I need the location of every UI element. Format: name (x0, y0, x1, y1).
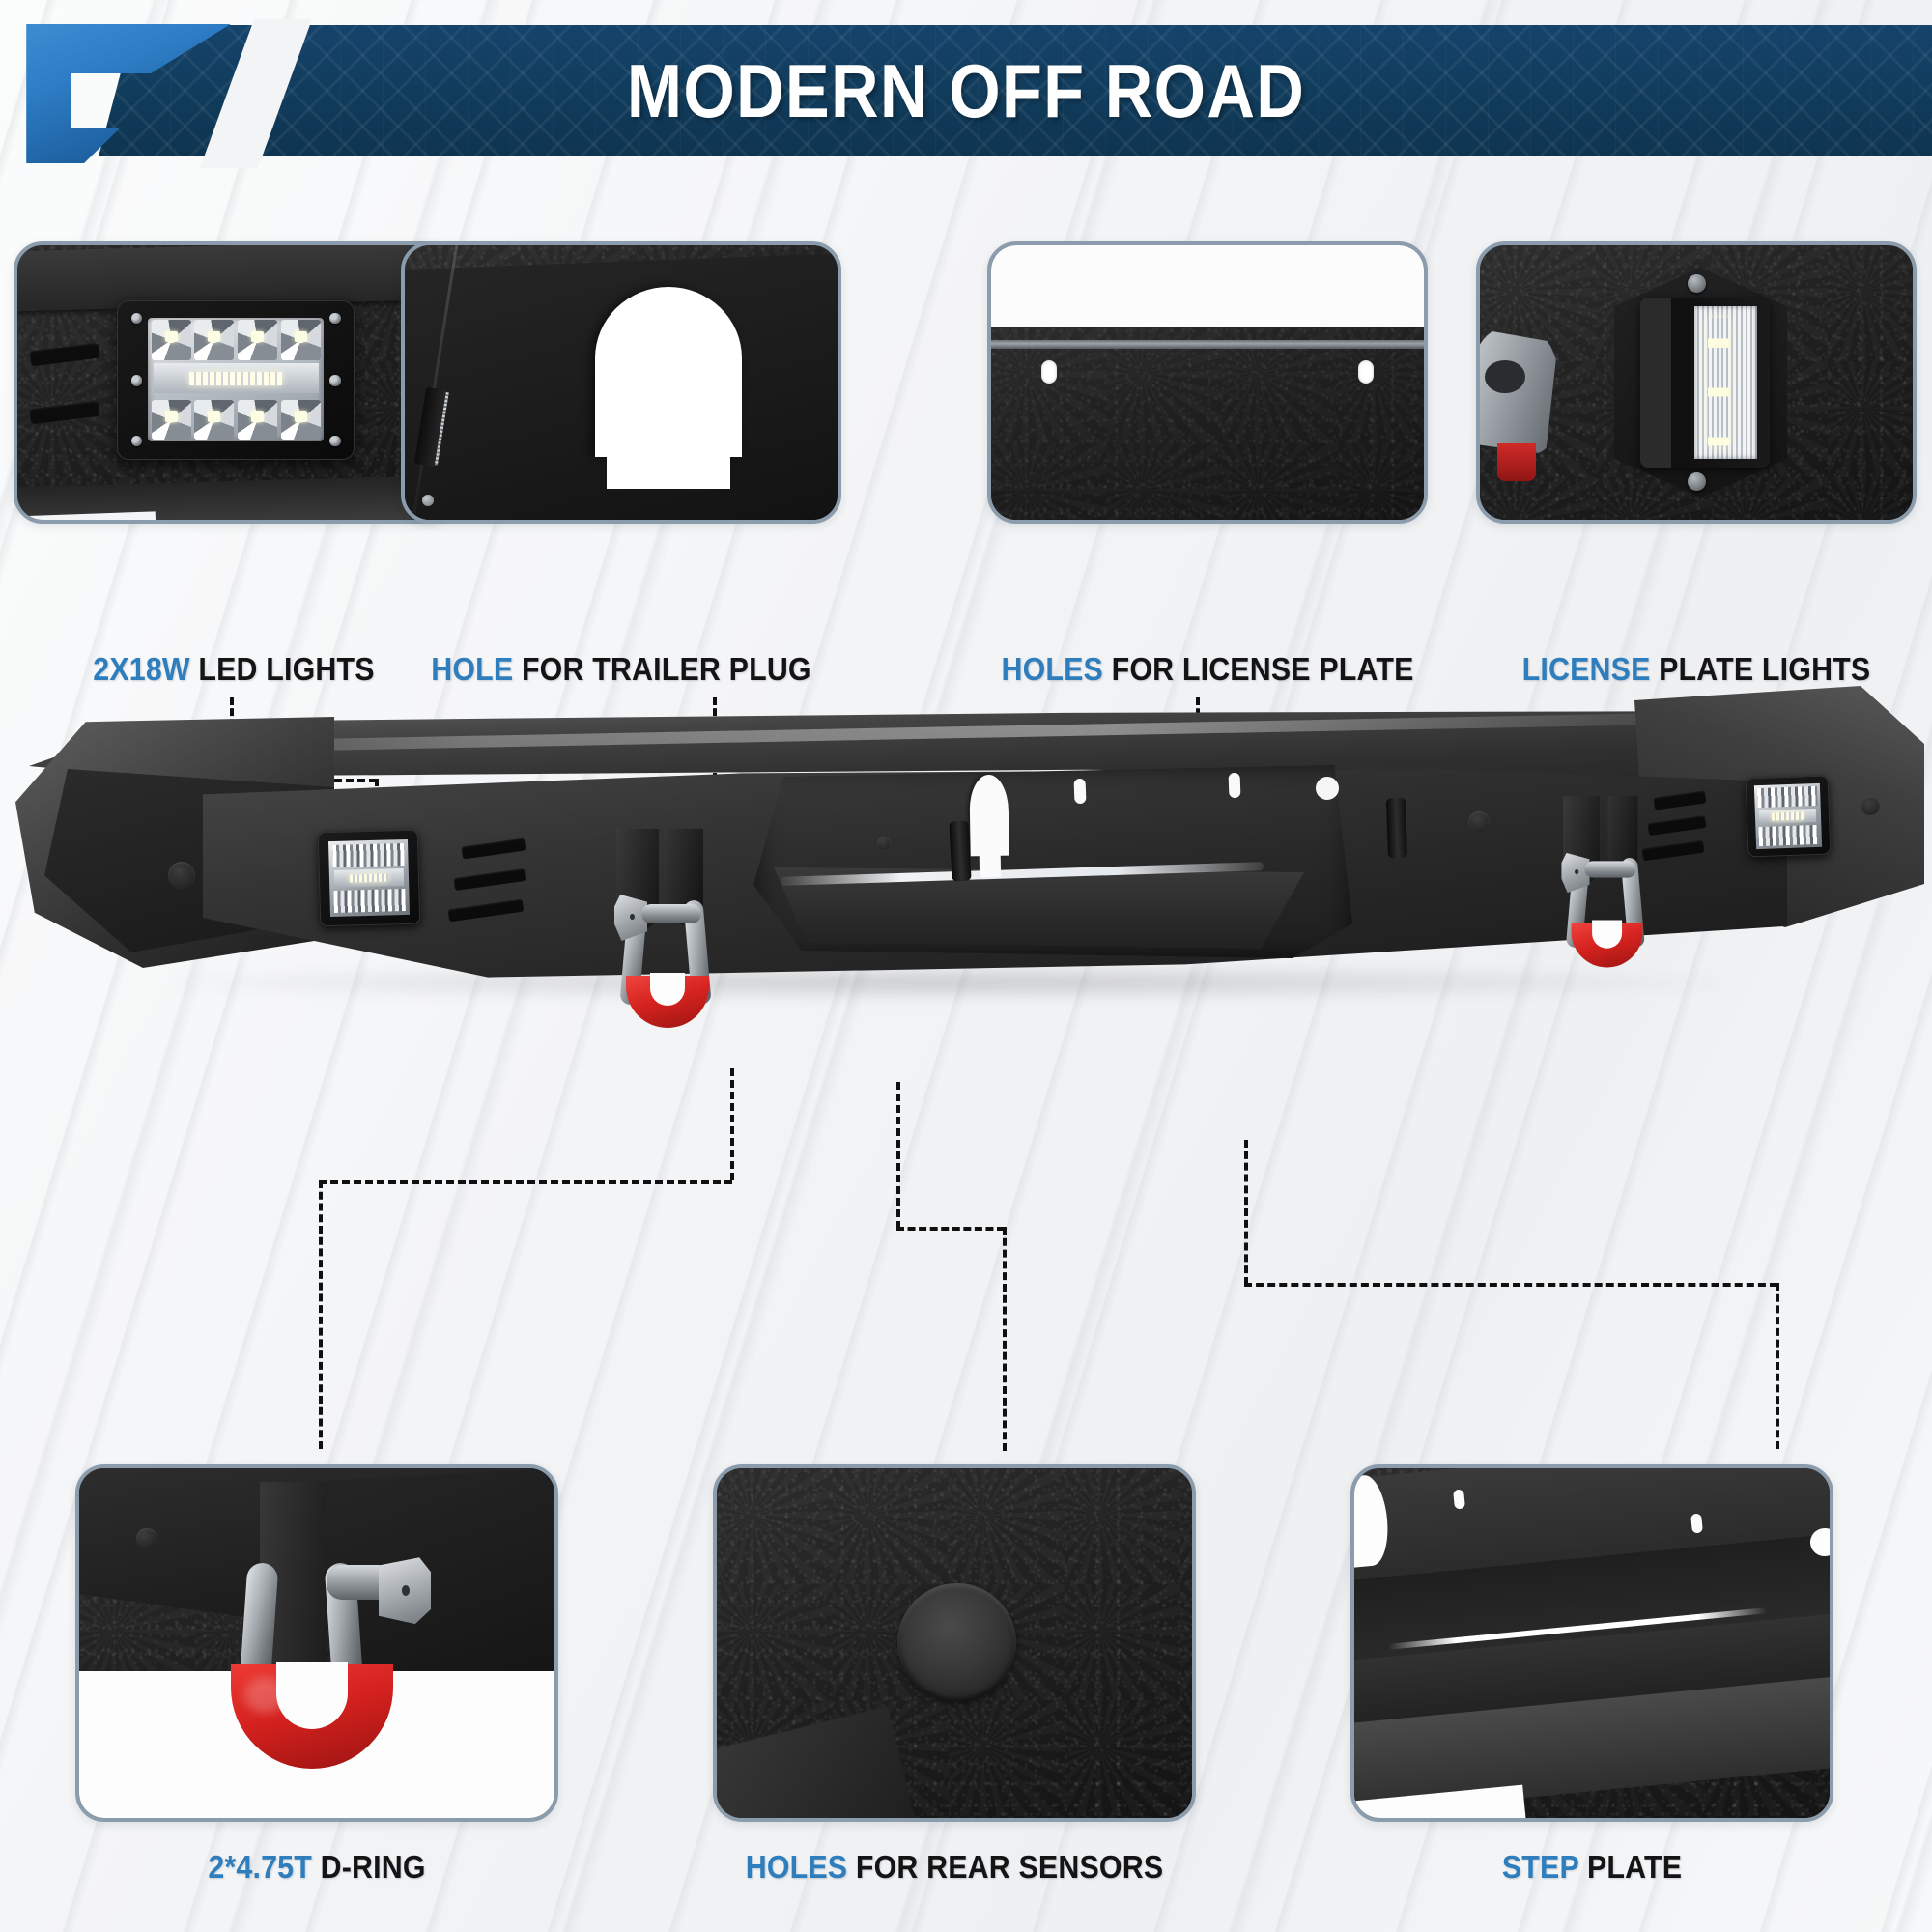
product-drop-shadow (174, 966, 1719, 999)
led-light-pod-icon (1745, 775, 1832, 858)
hinge-tab-icon (949, 820, 972, 882)
keyhole-cutout-icon (595, 286, 743, 490)
feature-card-led-lights (14, 242, 454, 524)
feature-card-license-plate-holes (987, 242, 1428, 524)
sensor-hole-icon (136, 1527, 157, 1549)
bumper-keyhole-cutout-icon (969, 774, 1009, 857)
caption-license-plate-lights: LICENSE PLATE LIGHTS (1521, 651, 1871, 687)
leader-line-step-plate (1776, 1283, 1779, 1449)
panel-ridge (991, 339, 1424, 349)
red-isolator-icon (1571, 920, 1643, 968)
feature-card-rear-sensors (713, 1464, 1196, 1822)
bumper-plate-hole-icon (1228, 772, 1241, 799)
leader-line-rear-sensors (896, 1082, 900, 1229)
d-ring-shackle-icon (599, 829, 744, 1028)
d-ring-shackle-icon (1480, 327, 1558, 454)
leader-line-rear-sensors (896, 1227, 1005, 1231)
leader-line-rear-sensors (1003, 1227, 1007, 1451)
plate-light-housing-icon (1639, 297, 1771, 469)
feature-card-d-ring (75, 1464, 558, 1822)
bolt-icon (329, 375, 341, 386)
caption-license-plate-holes: HOLES FOR LICENSE PLATE (1001, 651, 1414, 687)
header-banner: MODERN OFF ROAD (0, 19, 1932, 168)
plate-mount-holes-icon (1040, 360, 1057, 384)
stud-icon (421, 495, 434, 506)
bolt-icon (130, 312, 143, 325)
caption-led-lights: 2X18W LED LIGHTS (93, 651, 375, 687)
leader-line-d-ring (730, 1068, 734, 1180)
bolt-icon (1688, 273, 1706, 293)
bolt-icon (1688, 472, 1706, 492)
feature-card-trailer-plug (401, 242, 841, 524)
led-light-pod-icon (117, 299, 355, 460)
caption-d-ring: 2*4.75T D-RING (208, 1849, 426, 1885)
plate-panel (991, 327, 1424, 520)
product-image-rear-bumper (0, 676, 1932, 1275)
hinge-tab-icon (1385, 797, 1408, 859)
caption-step-plate: STEP PLATE (1501, 1849, 1683, 1885)
sensor-hole-icon (896, 1583, 1016, 1703)
sensor-hole-icon (1861, 796, 1880, 815)
led-lens (148, 317, 325, 442)
sensor-hole-icon (168, 862, 195, 889)
caption-rear-sensors: HOLES FOR REAR SENSORS (745, 1849, 1164, 1885)
bumper-top-rail (29, 711, 1913, 781)
leader-line-d-ring (319, 1180, 732, 1184)
d-ring-shackle-icon (1548, 796, 1673, 968)
bolt-icon (329, 436, 341, 447)
leader-line-step-plate (1244, 1283, 1777, 1287)
bolt-icon (130, 436, 143, 447)
led-row-top (151, 320, 321, 360)
feature-card-license-plate-lights (1476, 242, 1917, 524)
sensor-hole-icon (1468, 811, 1490, 833)
bolt-icon (130, 375, 143, 386)
bumper-plate-hole-icon (1073, 778, 1087, 805)
background-area (991, 245, 1424, 328)
bolt-icon (329, 312, 341, 325)
plate-mount-holes-icon (1358, 360, 1375, 384)
led-light-pod-icon (317, 829, 421, 927)
leader-line-d-ring (319, 1180, 323, 1449)
led-row-bottom (151, 399, 321, 440)
led-center-bar (153, 363, 319, 394)
page-title: MODERN OFF ROAD (626, 47, 1306, 133)
banner-background (99, 25, 1932, 156)
red-isolator-icon (626, 973, 709, 1028)
plate-light-lens (1694, 305, 1757, 460)
feature-card-step-plate (1350, 1464, 1833, 1822)
red-isolator-icon (1496, 442, 1537, 482)
caption-trailer-plug: HOLE FOR TRAILER PLUG (431, 651, 811, 687)
shackle-pin-handle-icon (378, 1557, 432, 1625)
card-texture (991, 327, 1424, 520)
leader-line-step-plate (1244, 1140, 1248, 1285)
sensor-hole-icon (877, 837, 891, 850)
